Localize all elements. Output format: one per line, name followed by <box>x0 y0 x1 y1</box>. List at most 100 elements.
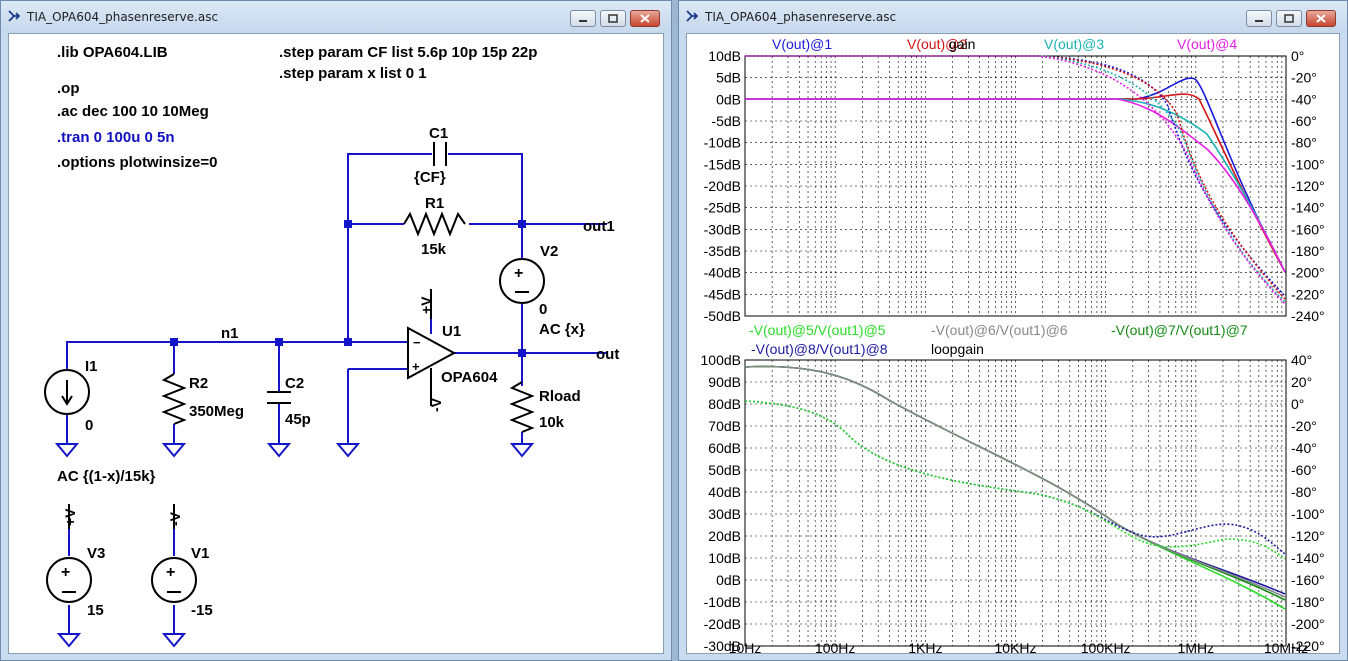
top-trace-mag-4 <box>745 98 1286 273</box>
v2-name: V2 <box>540 243 558 260</box>
bottom-right-tick-label: 40° <box>1291 352 1312 368</box>
x-tick-label: 10Hz <box>729 640 762 655</box>
voltage-source-v3[interactable]: + <box>46 504 92 603</box>
top-right-tick-label: -160° <box>1291 221 1325 237</box>
v1-name: V1 <box>191 545 209 562</box>
top-left-tick-label: -30dB <box>704 221 741 237</box>
bottom-right-tick-label: 0° <box>1291 396 1304 412</box>
top-trace-legend[interactable]: V(out)@3 <box>1044 36 1104 52</box>
top-left-tick-label: -20dB <box>704 178 741 194</box>
resistor-rload[interactable] <box>509 381 535 433</box>
c1-value: {CF} <box>414 169 446 186</box>
bottom-trace-legend[interactable]: -V(out)@6/V(out1)@6 <box>931 322 1068 338</box>
bottom-trace-legend[interactable]: -V(out)@7/V(out1)@7 <box>1111 322 1248 338</box>
top-left-tick-label: -40dB <box>704 265 741 281</box>
minimize-icon <box>1255 20 1263 22</box>
ltspice-app-icon <box>8 10 21 22</box>
close-button[interactable] <box>630 10 660 27</box>
top-trace-phase-1 <box>745 55 1286 297</box>
top-right-tick-label: -140° <box>1291 200 1325 216</box>
bottom-left-tick-label: -10dB <box>704 594 741 610</box>
bottom-left-tick-label: 50dB <box>708 462 741 478</box>
bode-plot[interactable]: 10dB5dB0dB-5dB-10dB-15dB-20dB-25dB-30dB-… <box>687 34 1341 656</box>
restore-icon <box>1284 14 1294 23</box>
schematic-drawing[interactable]: .lib OPA604.LIB .op .ac dec 100 10 10Meg… <box>9 34 665 655</box>
v2-ac-value: AC {x} <box>539 321 585 338</box>
bottom-right-tick-label: -60° <box>1291 462 1317 478</box>
top-trace-legend[interactable]: V(out)@2 <box>907 36 967 52</box>
svg-text:−: − <box>413 335 421 350</box>
directive-lib[interactable]: .lib OPA604.LIB <box>57 44 168 61</box>
net-out1-label: out1 <box>583 218 615 235</box>
svg-text:+: + <box>412 359 420 374</box>
bottom-plot-frame[interactable] <box>744 359 1287 647</box>
bottom-right-tick-label: -140° <box>1291 550 1325 566</box>
top-trace-phase-2 <box>745 55 1286 300</box>
bottom-left-tick-label: 40dB <box>708 484 741 500</box>
bottom-trace-legend[interactable]: -V(out)@5/V(out1)@5 <box>749 322 886 338</box>
directive-ac[interactable]: .ac dec 100 10 10Meg <box>57 103 209 120</box>
u1-pos-rail: +V <box>418 296 434 314</box>
bottom-right-tick-label: 20° <box>1291 374 1312 390</box>
close-icon <box>1316 14 1326 23</box>
wires <box>66 153 607 634</box>
bottom-right-tick-label: -180° <box>1291 594 1325 610</box>
schematic-window[interactable]: TIA_OPA604_phasenreserve.asc .lib OPA604… <box>0 0 672 661</box>
waveform-window[interactable]: TIA_OPA604_phasenreserve.asc 10dB 5dB 0dB -… <box>678 0 1348 661</box>
bottom-left-tick-label: 10dB <box>708 550 741 566</box>
directive-tran[interactable]: .tran 0 100u 0 5n <box>57 129 175 146</box>
top-right-tick-label: -180° <box>1291 243 1325 259</box>
directive-step-cf[interactable]: .step param CF list 5.6p 10p 15p 22p <box>279 44 537 61</box>
plot-restore-button[interactable] <box>1276 10 1302 27</box>
bottom-right-tick-label: -100° <box>1291 506 1325 522</box>
bottom-trace-phase-5 <box>744 400 1286 560</box>
close-icon <box>640 14 650 23</box>
resistor-r2[interactable] <box>161 373 187 425</box>
resistor-r1[interactable] <box>403 211 466 237</box>
ground-symbols <box>54 443 535 648</box>
bottom-left-tick-label: 20dB <box>708 528 741 544</box>
directive-step-x[interactable]: .step param x list 0 1 <box>279 65 427 82</box>
schematic-titlebar[interactable]: TIA_OPA604_phasenreserve.asc <box>1 1 671 33</box>
minimize-button[interactable] <box>570 10 596 27</box>
bottom-left-tick-label: -30dB <box>704 638 741 654</box>
opamp-u1[interactable]: − + <box>407 289 457 406</box>
schematic-canvas[interactable]: .lib OPA604.LIB .op .ac dec 100 10 10Meg… <box>8 33 664 654</box>
top-left-tick-label: 5dB <box>716 70 741 86</box>
bottom-right-tick-label: -160° <box>1291 572 1325 588</box>
capacitor-c1[interactable] <box>433 142 447 166</box>
x-tick-label: 10KHz <box>994 640 1036 655</box>
voltage-source-v1[interactable]: + <box>151 504 197 603</box>
r1-value: 15k <box>421 241 447 258</box>
top-right-tick-label: 0° <box>1291 48 1304 64</box>
current-source-i1[interactable] <box>44 369 90 415</box>
top-trace-legend[interactable]: V(out)@1 <box>772 36 832 52</box>
plot-minimize-button[interactable] <box>1246 10 1272 27</box>
x-tick-label: 100KHz <box>1081 640 1131 655</box>
i1-ac-value: AC {(1-x)/15k} <box>57 468 156 485</box>
top-right-tick-label: -200° <box>1291 265 1325 281</box>
directive-op[interactable]: .op <box>57 80 80 97</box>
u1-part: OPA604 <box>441 369 498 386</box>
bottom-trace-legend[interactable]: -V(out)@8/V(out1)@8 <box>751 341 888 357</box>
directive-options[interactable]: .options plotwinsize=0 <box>57 154 217 171</box>
top-left-tick-label: 0dB <box>716 91 741 107</box>
bottom-left-tick-label: 30dB <box>708 506 741 522</box>
bottom-left-tick-label: 90dB <box>708 374 741 390</box>
bottom-right-tick-label: -120° <box>1291 528 1325 544</box>
top-left-tick-label: -45dB <box>704 286 741 302</box>
waveform-titlebar[interactable]: TIA_OPA604_phasenreserve.asc <box>679 1 1347 33</box>
plot-close-button[interactable] <box>1306 10 1336 27</box>
voltage-source-v2[interactable]: + <box>499 258 545 304</box>
top-trace-mag-1 <box>745 77 1286 273</box>
capacitor-c2[interactable] <box>267 391 291 404</box>
restore-button[interactable] <box>600 10 626 27</box>
bottom-right-tick-label: -40° <box>1291 440 1317 456</box>
waveform-app-icon <box>686 10 699 22</box>
rload-name: Rload <box>539 388 581 405</box>
v3-name: V3 <box>87 545 105 562</box>
top-overlay-label: gain <box>949 36 975 52</box>
top-right-tick-label: -100° <box>1291 156 1325 172</box>
top-trace-legend[interactable]: V(out)@4 <box>1177 36 1237 52</box>
